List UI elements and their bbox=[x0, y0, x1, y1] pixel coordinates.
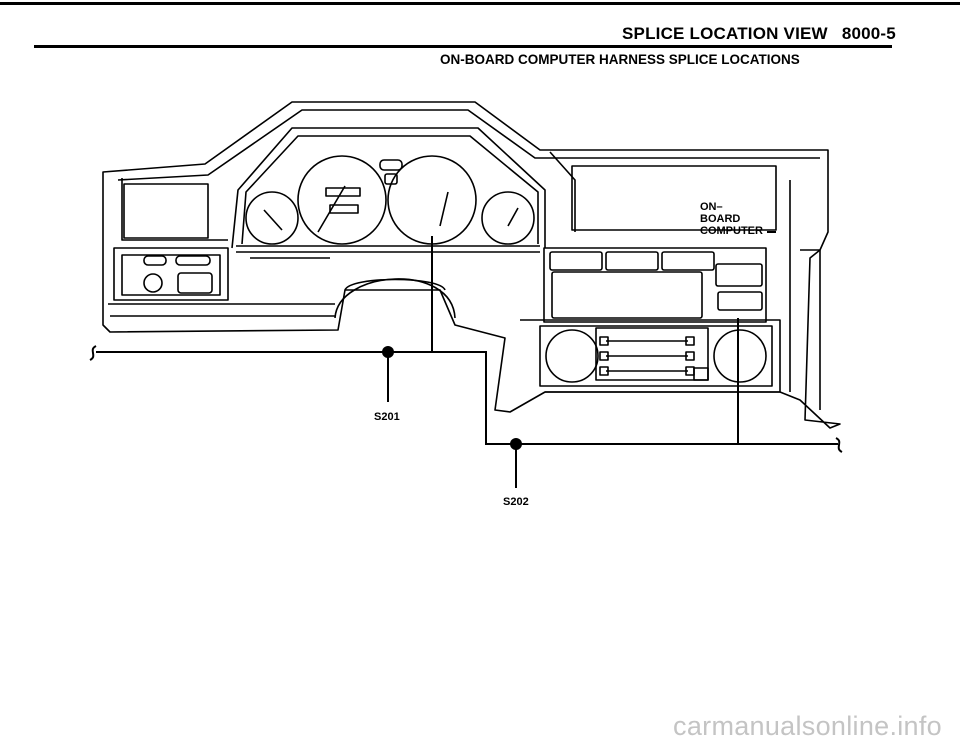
splice-s202-label: S202 bbox=[503, 496, 529, 508]
header-rule bbox=[34, 45, 892, 48]
obc-label-line-1: ON– bbox=[700, 201, 723, 213]
wire-break-right bbox=[835, 437, 843, 453]
top-rule bbox=[0, 2, 960, 5]
diagram-subtitle: ON-BOARD COMPUTER HARNESS SPLICE LOCATIO… bbox=[440, 52, 800, 67]
obc-label-line-3: COMPUTER bbox=[700, 225, 763, 237]
page-code: 8000-5 bbox=[841, 24, 896, 43]
splice-s201-label: S201 bbox=[374, 411, 400, 423]
wire-break-left bbox=[89, 345, 97, 361]
splice-s202-dot bbox=[510, 438, 522, 450]
on-board-computer-label: ON– BOARD COMPUTER bbox=[700, 201, 763, 237]
page-header: SPLICE LOCATION VIEW 8000-5 bbox=[622, 24, 896, 44]
harness-wire bbox=[96, 351, 838, 445]
harness-wiring bbox=[89, 231, 843, 488]
watermark: carmanualsonline.info bbox=[673, 711, 942, 741]
obc-label-line-2: BOARD bbox=[700, 213, 740, 225]
splice-s201-dot bbox=[382, 346, 394, 358]
dashboard-outline bbox=[102, 101, 841, 429]
section-title: SPLICE LOCATION VIEW bbox=[622, 24, 828, 43]
